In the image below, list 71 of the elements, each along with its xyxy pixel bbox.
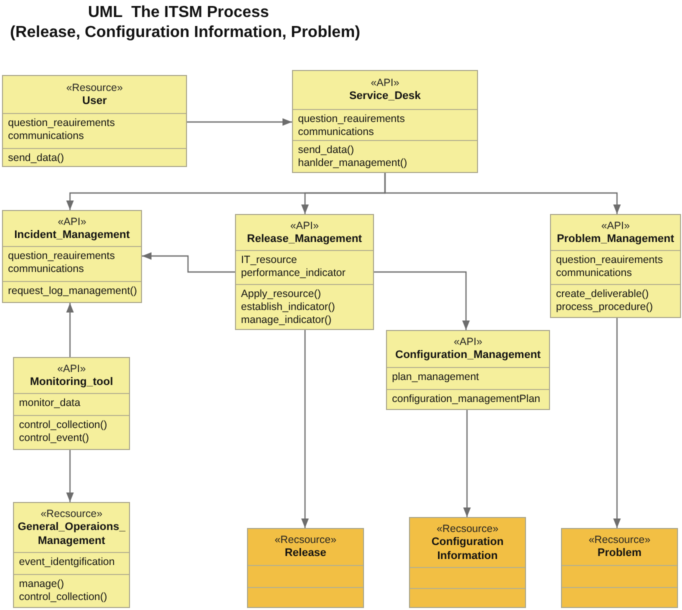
class-box [386, 330, 550, 410]
stereotype-label: «API» [290, 220, 319, 232]
class-box [2, 75, 187, 167]
method-text: manage_indicator() [241, 314, 332, 327]
method-text: control_event() [19, 432, 90, 445]
class-name: User [82, 94, 107, 108]
attribute-text: communications [8, 263, 85, 276]
stereotype-label: «API» [454, 336, 482, 348]
attribute-text: event_identgification [19, 556, 116, 569]
stereotype-label: «Recsource» [588, 534, 650, 546]
method-text: establish_indicator() [241, 301, 336, 314]
association-arrow [187, 118, 292, 126]
association-arrow [463, 410, 471, 517]
class-box [561, 528, 678, 608]
attribute-text: communications [556, 267, 633, 280]
attribute-text: question_reauirements [298, 113, 406, 126]
stereotype-label: «Recsource» [40, 508, 102, 520]
class-name: Configuration Information [430, 534, 505, 562]
class-name: Problem [597, 546, 642, 560]
attribute-text: question_reauirements [8, 117, 116, 130]
class-box [247, 528, 364, 608]
class-name: General_Operaions_ Management [18, 520, 126, 548]
method-text: send_data() [8, 152, 66, 165]
attribute-text: IT_resource [241, 254, 298, 267]
association-arrow [66, 303, 74, 357]
class-box [235, 214, 374, 330]
attribute-text: monitor_data [19, 397, 82, 410]
stereotype-label: «Recsource» [274, 534, 336, 546]
method-text: control_collection() [19, 419, 108, 432]
class-box [13, 357, 130, 450]
association-arrow [142, 252, 235, 273]
attribute-text: question_reauirements [556, 254, 664, 267]
class-name: Release_Management [247, 232, 362, 246]
method-text: configuration_managementPlan [392, 393, 542, 406]
method-text: request_log_management() [8, 285, 136, 298]
method-text: hanlder_management() [298, 157, 408, 170]
stereotype-label: «Recsource» [436, 522, 498, 534]
class-name: Incident_Management [14, 228, 130, 242]
association-arrow [384, 173, 621, 214]
class-box [2, 210, 142, 303]
attribute-text: question_reauirements [8, 250, 116, 263]
attribute-text: plan_management [392, 371, 480, 384]
attribute-text: communications [8, 130, 85, 143]
diagram-subtitle: (Release, Configuration Information, Problem) [10, 24, 360, 42]
association-arrow [613, 318, 621, 528]
class-name: Service_Desk [349, 89, 421, 103]
class-name: Configuration_Management [395, 348, 541, 362]
stereotype-label: «API» [58, 216, 86, 228]
class-box [409, 517, 526, 608]
class-name: Monitoring_tool [30, 374, 114, 388]
class-name: Problem_Management [556, 232, 674, 246]
association-arrow [374, 271, 470, 330]
association-arrow [301, 330, 309, 528]
method-text: manage() [19, 578, 65, 591]
attribute-text: communications [298, 126, 375, 139]
method-text: control_collection() [19, 591, 108, 604]
method-text: create_deliverable() [556, 288, 650, 301]
attribute-text: performance_indicator [241, 267, 346, 280]
stereotype-label: «API» [57, 362, 86, 374]
method-text: send_data() [298, 144, 356, 157]
stereotype-label: «Resource» [66, 82, 123, 94]
stereotype-label: «API» [601, 220, 630, 232]
method-text: Apply_resource() [241, 288, 322, 301]
stereotype-label: «API» [370, 77, 400, 89]
association-arrow [66, 450, 74, 502]
diagram-title: UML The ITSM Process [88, 4, 270, 22]
class-box [13, 502, 130, 608]
class-box [292, 70, 478, 173]
class-name: Release [284, 546, 326, 560]
method-text: process_procedure() [556, 301, 654, 314]
class-box [550, 214, 681, 318]
